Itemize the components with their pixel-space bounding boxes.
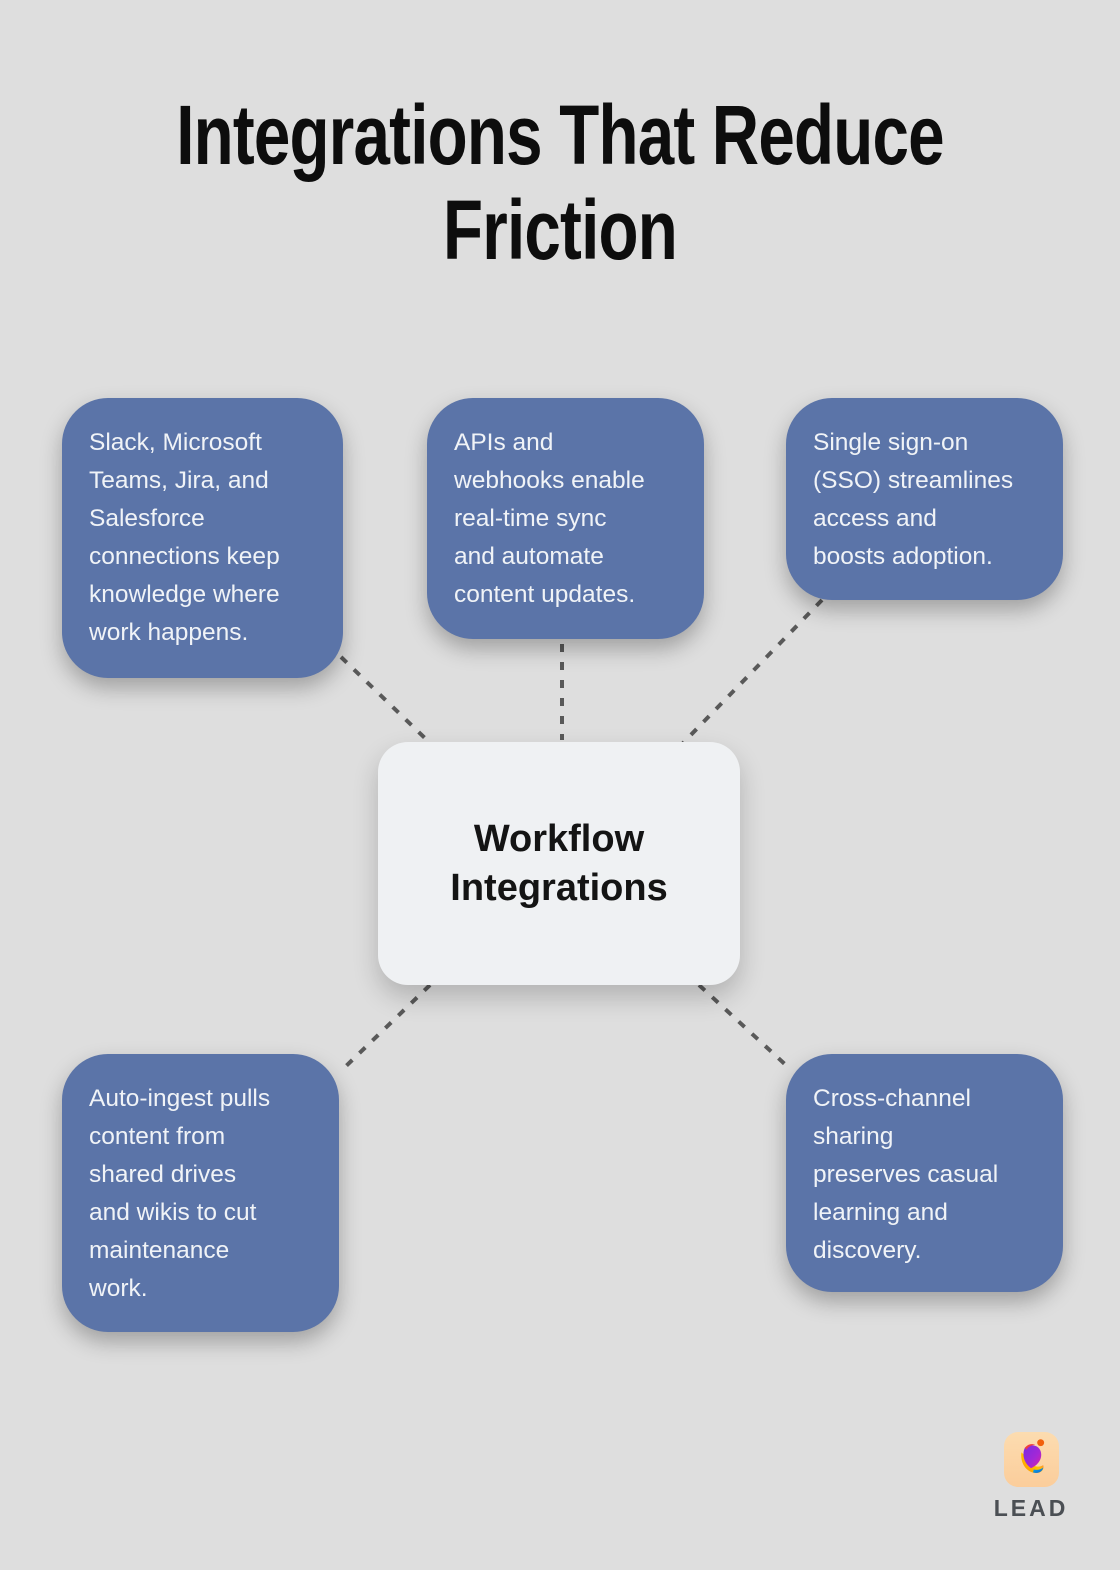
connector-bottom-right [697, 983, 790, 1069]
node-cross-channel-sharing: Cross-channel sharing preserves casual l… [786, 1054, 1063, 1292]
lead-swirl-icon [1003, 1432, 1059, 1487]
lead-logo-wordmark: LEAD [993, 1495, 1069, 1521]
center-node-workflow-integrations: Workflow Integrations [378, 742, 740, 985]
node-slack-teams-jira-salesforce: Slack, Microsoft Teams, Jira, and Salesf… [62, 398, 343, 678]
connector-bottom-left [342, 983, 432, 1070]
connector-top-left [339, 655, 433, 746]
node-auto-ingest: Auto-ingest pulls content from shared dr… [62, 1054, 339, 1332]
lead-logo: LEAD [976, 1432, 1086, 1522]
page-title: Integrations That Reduce Friction [176, 88, 944, 277]
node-apis-webhooks: APIs and webhooks enable real-time sync … [427, 398, 704, 639]
node-single-sign-on: Single sign-on (SSO) streamlines access … [786, 398, 1063, 600]
connector-top-right [681, 598, 824, 745]
